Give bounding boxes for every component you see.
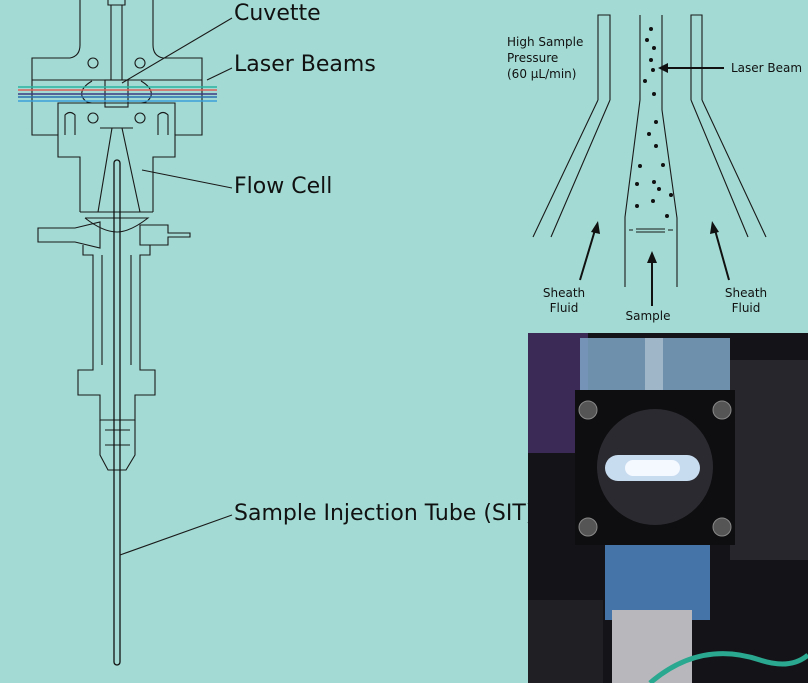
flow-cell-photo bbox=[528, 333, 808, 683]
label-sheath-right-1: Sheath bbox=[725, 286, 767, 300]
sample-injection-tube bbox=[113, 159, 121, 666]
particles bbox=[635, 27, 673, 218]
hydrodynamic-focusing-schematic bbox=[532, 14, 767, 306]
flow-cell-drawing bbox=[18, 0, 217, 666]
label-sheath-right-2: Fluid bbox=[732, 301, 761, 315]
label-sample-injection-tube: Sample Injection Tube (SIT) bbox=[234, 501, 534, 526]
label-pressure-1: High Sample bbox=[507, 35, 583, 49]
label-sample: Sample bbox=[626, 309, 671, 323]
label-laser-beam: Laser Beam bbox=[731, 61, 802, 75]
label-sheath-left-1: Sheath bbox=[543, 286, 585, 300]
label-sheath-left-2: Fluid bbox=[550, 301, 579, 315]
laser-beams bbox=[18, 86, 217, 102]
label-laser-beams: Laser Beams bbox=[234, 52, 376, 77]
label-cuvette: Cuvette bbox=[234, 1, 321, 26]
label-pressure-2: Pressure bbox=[507, 51, 558, 65]
label-flow-cell: Flow Cell bbox=[234, 174, 332, 199]
label-pressure-3: (60 µL/min) bbox=[507, 67, 576, 81]
